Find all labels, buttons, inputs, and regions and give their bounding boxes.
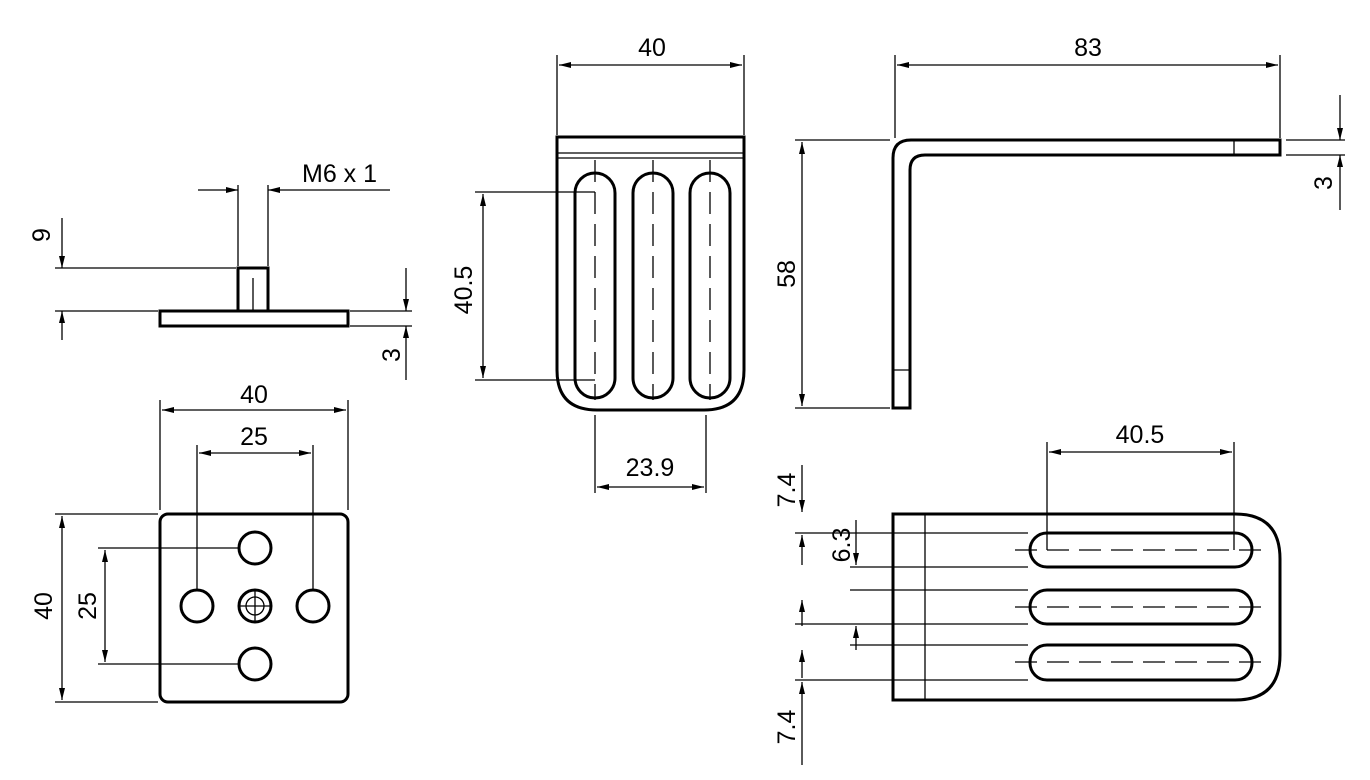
profile-thickness-label: 3 xyxy=(1310,176,1338,190)
plate-width-label: 40 xyxy=(240,381,268,409)
front-width-label: 40 xyxy=(638,34,666,62)
plate-view: 40 25 40 25 xyxy=(30,381,350,704)
profile-height-label: 58 xyxy=(773,260,801,288)
slot-width-label: 6.3 xyxy=(828,528,856,563)
stud-height-label: 9 xyxy=(28,228,56,242)
side-view: M6 x 1 9 3 xyxy=(28,160,412,380)
bottom-slot-length-label: 40.5 xyxy=(1116,421,1165,449)
plate-thickness-label: 3 xyxy=(378,348,406,362)
slot-length-label: 40.5 xyxy=(450,266,478,315)
edge-top-label: 7.4 xyxy=(773,473,801,508)
bottom-view: 40.5 7.4 6.3 7.4 xyxy=(773,421,1282,765)
plate-height-label: 40 xyxy=(30,592,58,620)
hole-spacing-x-label: 25 xyxy=(240,423,268,451)
edge-bottom-label: 7.4 xyxy=(773,710,801,745)
slot-span-label: 23.9 xyxy=(626,454,675,482)
front-view: 40 40.5 23.9 xyxy=(450,34,746,493)
hole-spacing-y-label: 25 xyxy=(74,592,102,620)
thread-label: M6 x 1 xyxy=(302,160,377,188)
profile-length-label: 83 xyxy=(1074,34,1102,62)
profile-view: 83 58 3 xyxy=(773,34,1345,410)
